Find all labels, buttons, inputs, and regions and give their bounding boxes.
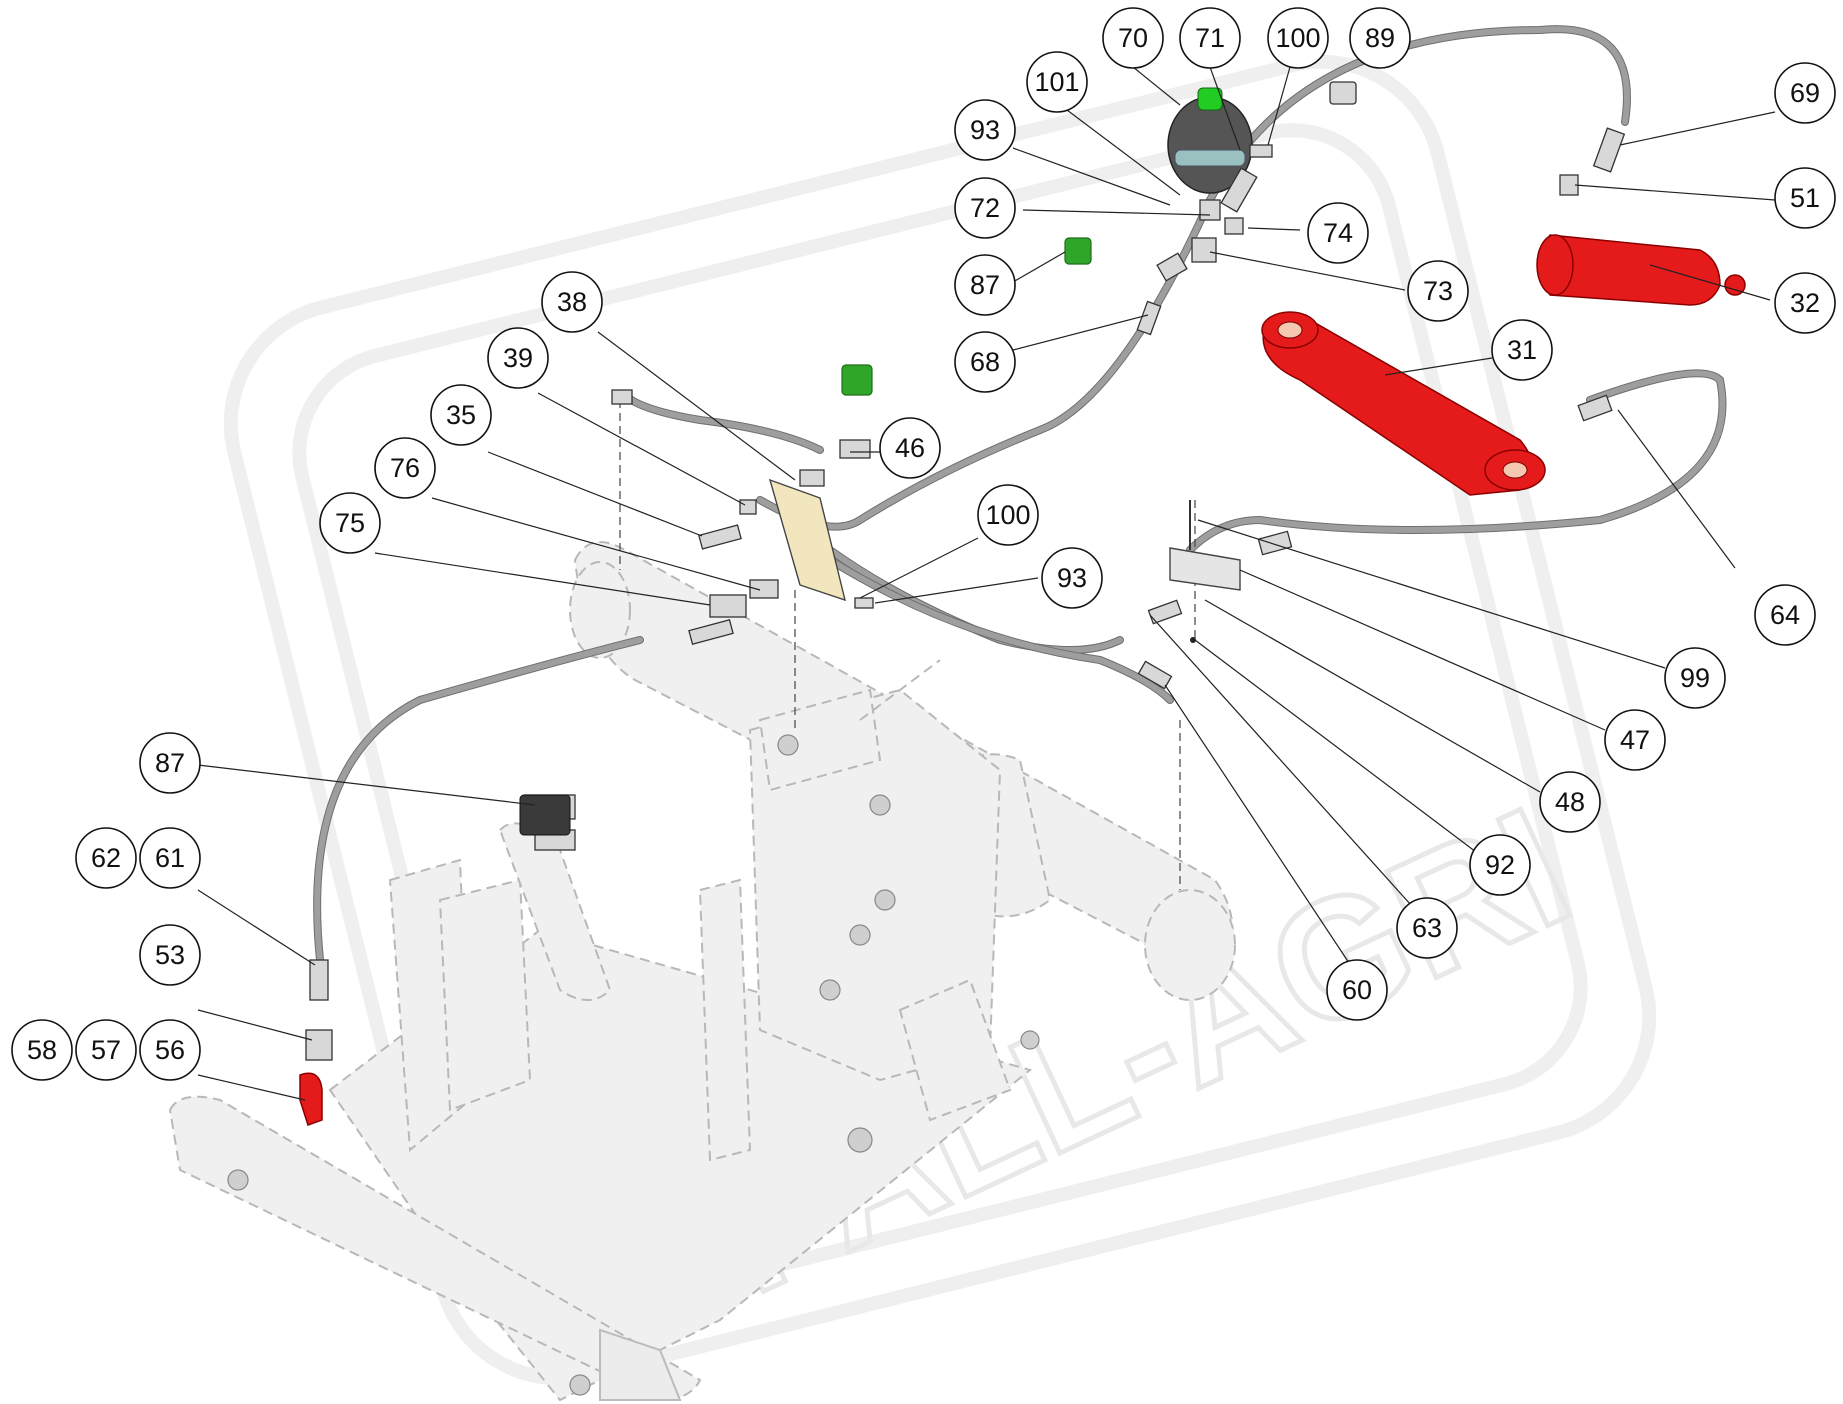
callout-64: 64 [1754, 584, 1816, 646]
callout-87-bottom: 87 [139, 732, 201, 794]
king-pin [698, 878, 752, 1162]
callout-48: 48 [1539, 771, 1601, 833]
svg-text:63: 63 [1412, 913, 1442, 943]
svg-text:87: 87 [155, 748, 185, 778]
svg-text:56: 56 [155, 1035, 185, 1065]
hose-left [314, 637, 643, 963]
svg-text:32: 32 [1790, 288, 1820, 318]
front-axle [168, 1095, 702, 1402]
callout-39: 39 [487, 327, 549, 389]
svg-text:58: 58 [27, 1035, 57, 1065]
svg-text:100: 100 [985, 500, 1030, 530]
callout-51: 51 [1774, 167, 1836, 229]
callout-38: 38 [541, 271, 603, 333]
callout-62: 62 [75, 827, 137, 889]
svg-text:35: 35 [446, 400, 476, 430]
svg-text:60: 60 [1342, 975, 1372, 1005]
left-upright-2 [438, 878, 532, 1112]
svg-text:89: 89 [1365, 23, 1395, 53]
hose-to-60 [827, 557, 1173, 703]
svg-text:93: 93 [970, 115, 1000, 145]
callout-93-top: 93 [954, 99, 1016, 161]
svg-text:73: 73 [1423, 276, 1453, 306]
callout-58: 58 [11, 1019, 73, 1081]
callout-92: 92 [1469, 834, 1531, 896]
callout-63: 63 [1396, 897, 1458, 959]
hose-right [1187, 370, 1726, 553]
callout-100-mid: 100 [977, 484, 1039, 546]
hose-upper [757, 26, 1630, 530]
callout-72: 72 [954, 177, 1016, 239]
callout-70: 70 [1102, 7, 1164, 69]
callout-93-mid: 93 [1041, 547, 1103, 609]
svg-text:75: 75 [335, 508, 365, 538]
callout-31: 31 [1491, 319, 1553, 381]
callout-101: 101 [1026, 51, 1088, 113]
callout-56: 56 [139, 1019, 201, 1081]
callout-32: 32 [1774, 272, 1836, 334]
svg-text:93: 93 [1057, 563, 1087, 593]
clamp-red [299, 1072, 323, 1126]
svg-text:99: 99 [1680, 663, 1710, 693]
accumulator [1167, 87, 1253, 221]
manifold-plate [768, 478, 1241, 643]
callout-99: 99 [1664, 647, 1726, 709]
callout-46: 46 [879, 417, 941, 479]
callout-68: 68 [954, 331, 1016, 393]
svg-text:100: 100 [1275, 23, 1320, 53]
callout-53: 53 [139, 924, 201, 986]
callout-47: 47 [1604, 709, 1666, 771]
svg-text:62: 62 [91, 843, 121, 873]
svg-text:46: 46 [895, 433, 925, 463]
callout-89: 89 [1349, 7, 1411, 69]
callout-57: 57 [75, 1019, 137, 1081]
strut [498, 822, 612, 1001]
svg-text:38: 38 [557, 287, 587, 317]
svg-text:57: 57 [91, 1035, 121, 1065]
callout-74: 74 [1307, 202, 1369, 264]
svg-text:71: 71 [1195, 23, 1225, 53]
svg-text:74: 74 [1323, 218, 1353, 248]
svg-text:31: 31 [1507, 335, 1537, 365]
svg-text:69: 69 [1790, 78, 1820, 108]
svg-text:48: 48 [1555, 787, 1585, 817]
callout-35: 35 [430, 384, 492, 446]
svg-text:53: 53 [155, 940, 185, 970]
svg-text:47: 47 [1620, 725, 1650, 755]
svg-text:87: 87 [970, 270, 1000, 300]
svg-text:101: 101 [1034, 67, 1079, 97]
hoses [313, 25, 1727, 964]
right-bracket [898, 978, 1012, 1122]
svg-text:70: 70 [1118, 23, 1148, 53]
svg-text:39: 39 [503, 343, 533, 373]
callout-71: 71 [1179, 7, 1241, 69]
spring-rod [859, 659, 941, 721]
callouts: 70 71 100 89 101 93 72 74 87 73 68 69 51… [11, 7, 1836, 1081]
callout-100-top: 100 [1267, 7, 1329, 69]
frame-assembly [168, 541, 1236, 1402]
callout-60: 60 [1326, 959, 1388, 1021]
svg-text:51: 51 [1790, 183, 1820, 213]
callout-76: 76 [374, 437, 436, 499]
leader-lines [197, 66, 1776, 1101]
svg-text:72: 72 [970, 193, 1000, 223]
svg-text:68: 68 [970, 347, 1000, 377]
callout-75: 75 [319, 492, 381, 554]
callout-69: 69 [1774, 62, 1836, 124]
callout-61: 61 [139, 827, 201, 889]
svg-text:76: 76 [390, 453, 420, 483]
callout-73: 73 [1407, 260, 1469, 322]
axle-end-right [1144, 889, 1236, 1001]
hydraulic-cylinders [299, 234, 1746, 1126]
front-axle-end [599, 1328, 682, 1401]
svg-text:64: 64 [1770, 600, 1800, 630]
hose-top-left [622, 392, 823, 453]
callout-87-top: 87 [954, 254, 1016, 316]
svg-text:61: 61 [155, 843, 185, 873]
pivot-bracket [758, 688, 882, 792]
svg-text:92: 92 [1485, 850, 1515, 880]
